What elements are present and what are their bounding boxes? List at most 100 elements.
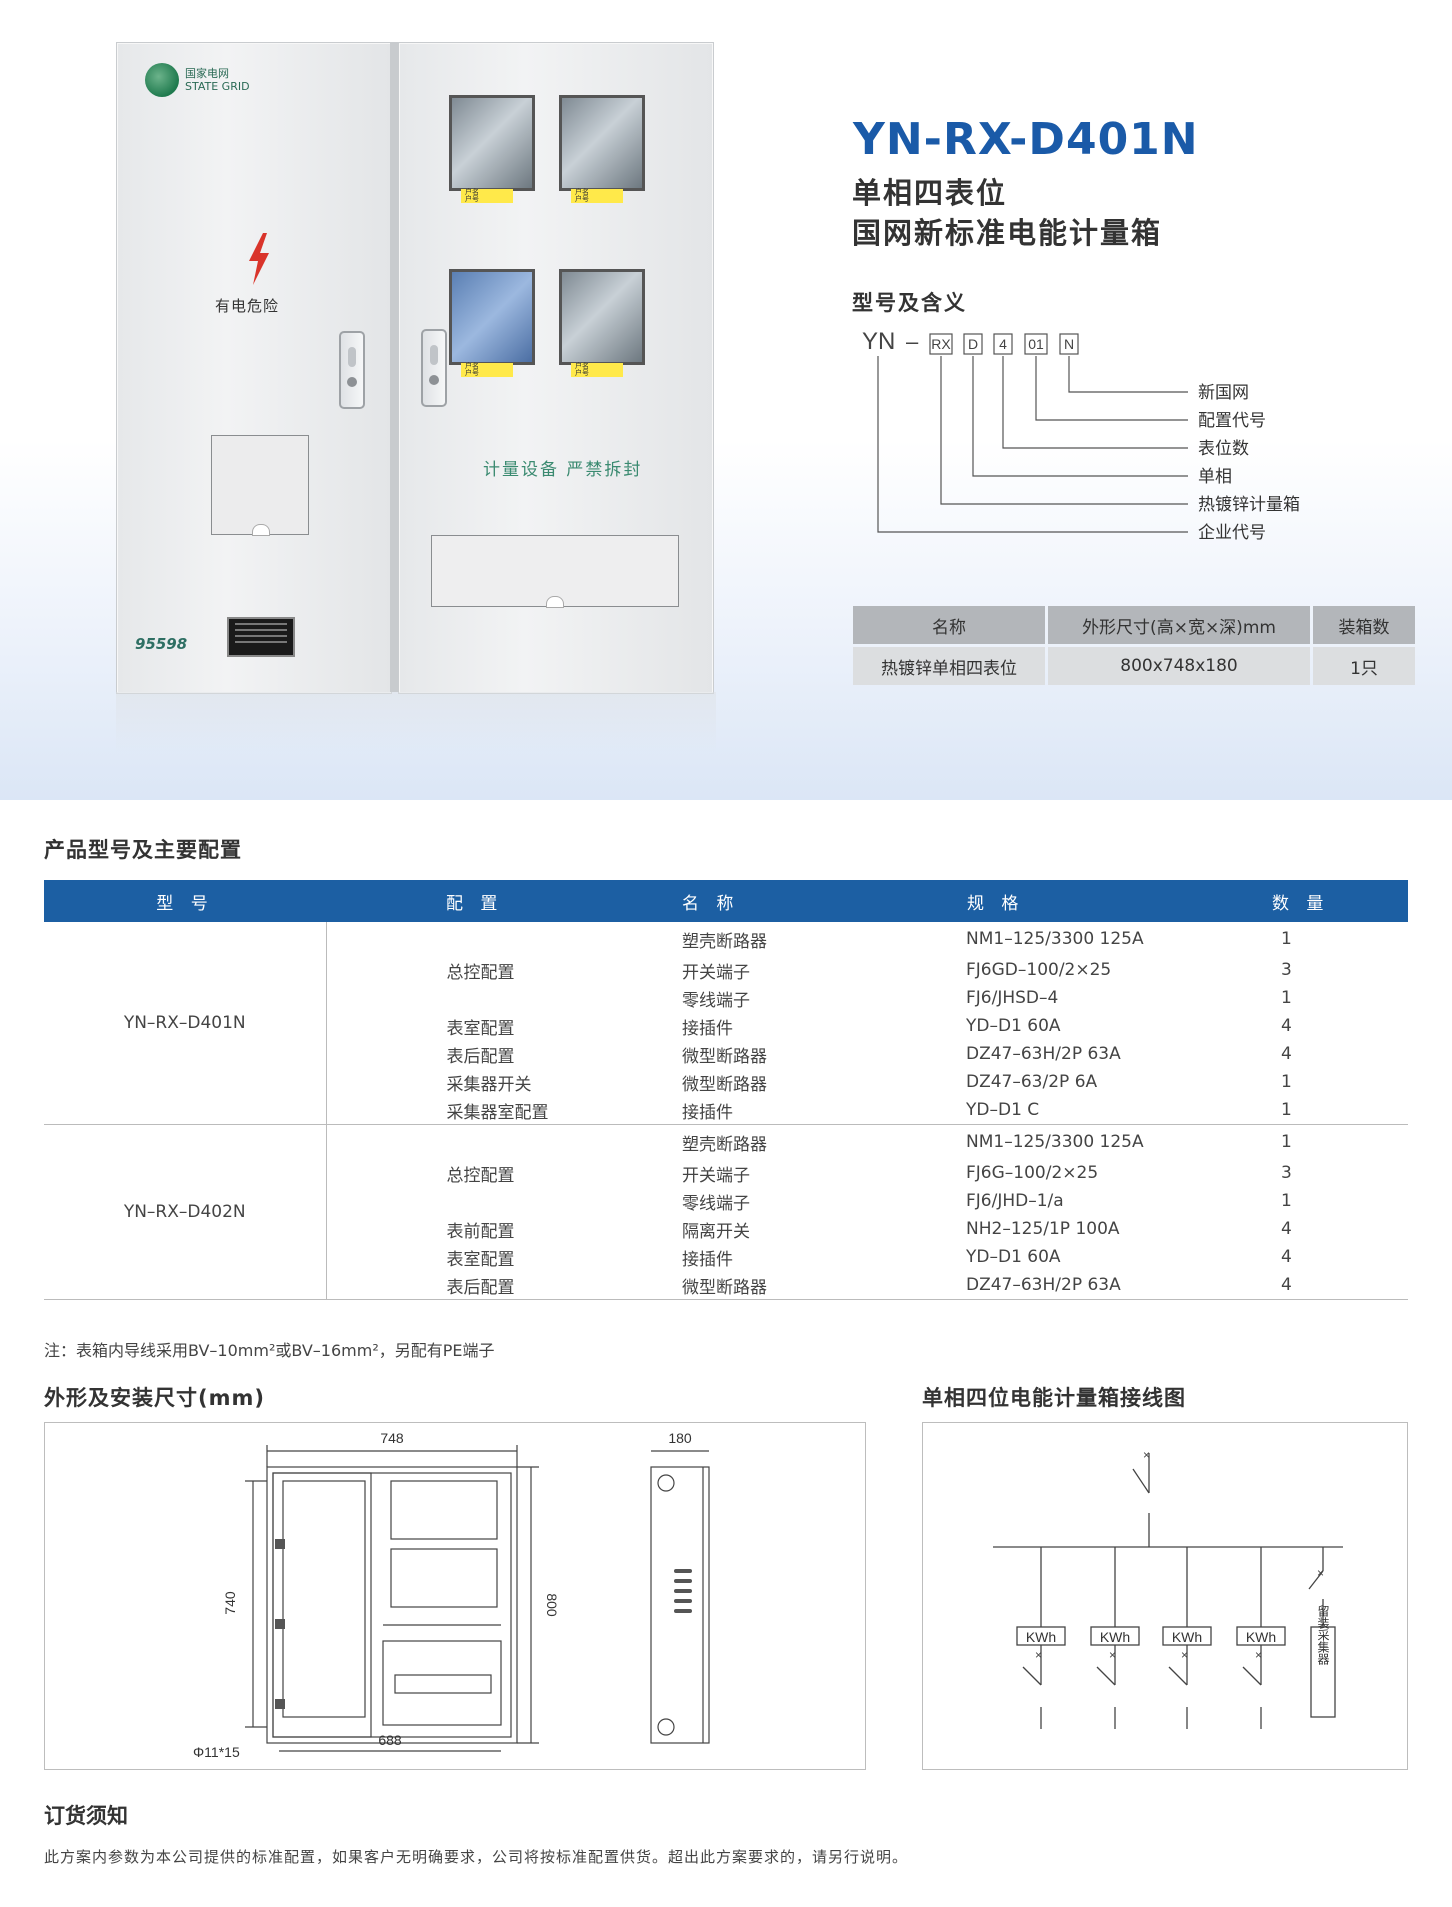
config-header-qty: 数 量 [1271,880,1408,922]
dimension-drawing-svg: 748 740 800 180 688 Φ11*15 [193,1430,710,1760]
model-code-diagram: YN – RX D 4 01 N 新国网 配置代号 表位数 单相 热镀锌计量箱 … [862,328,1300,542]
spec-cell-size: 800x748x180 [1048,647,1310,685]
hole-label: Φ11*15 [193,1744,240,1760]
meter-window-label: 户名户号 [571,363,623,377]
config-header-spec: 规 格 [966,880,1271,922]
wiring-diagram-svg: × × ×××× KWh KWh KWh KWh 留装采集器 [993,1448,1343,1729]
drawing-heading: 外形及安装尺寸(mm) [44,1386,265,1410]
meter-window-label: 户名户号 [571,189,623,203]
spec-cell: NH2–125/1P 100A [966,1219,1120,1239]
name-cell: 隔离开关 [682,1221,750,1242]
spec-cell: YD–D1 C [966,1100,1040,1120]
spec-header-size: 外形尺寸(高×宽×深)mm [1048,606,1310,644]
svg-text:×: × [1035,1648,1042,1662]
state-grid-logo-icon [145,63,179,97]
spec-cell: DZ47–63/2P 6A [966,1072,1098,1092]
danger-label: 有电危险 [215,297,280,315]
meaning-label-2: 配置代号 [1198,411,1266,430]
spec-cell: NM1–125/3300 125A [966,929,1144,949]
brand-cn: 国家电网 [185,67,229,80]
name-cell: 塑壳断路器 [682,1124,966,1159]
model-meaning-heading: 型号及含义 [852,291,967,315]
config-header-model: 型 号 [44,880,326,922]
collector-window [211,435,309,536]
meter-cabinet-photo: 国家电网 STATE GRID 有电危险 95598 户名户号 户名户号 户名户… [116,42,716,694]
qty-cell: 4 [1281,1247,1292,1267]
name-cell: 塑壳断路器 [682,931,767,952]
meter-window-1 [449,95,535,191]
config-cell: 总控配置 [446,1165,515,1186]
svg-text:×: × [1317,1566,1324,1580]
name-cell: 微型断路器 [682,1046,767,1067]
svg-text:×: × [1143,1448,1150,1462]
qty-cell: 3 [1281,960,1292,980]
name-cell: 接插件 [682,1102,733,1123]
config-note: 注：表箱内导线采用BV–10mm²或BV–16mm²，另配有PE端子 [44,1341,495,1360]
seal-warning: 计量设备 严禁拆封 [483,460,643,480]
spec-cell: FJ6GD–100/2×25 [966,960,1112,980]
product-subtitle-1: 单相四表位 [852,176,1008,210]
hotline-badge: 95598 [135,635,188,653]
product-model-title: YN-RX-D401N [853,114,1199,165]
config-header-config: 配 置 [326,880,682,922]
order-text: 此方案内参数为本公司提供的标准配置，如果客户无明确要求，公司将按标准配置供货。超… [44,1848,909,1866]
meter-window-4 [559,269,645,365]
meter-window-2 [559,95,645,191]
state-grid-logo: 国家电网 STATE GRID [145,63,250,97]
meaning-label-5: 热镀锌计量箱 [1198,495,1300,514]
meter-window-label: 户名户号 [461,189,513,203]
product-subtitle-2: 国网新标准电能计量箱 [852,216,1163,250]
meter-label-4: KWh [1246,1629,1276,1645]
meaning-label-4: 单相 [1198,467,1232,486]
spec-cell: FJ6/JHSD–4 [966,988,1059,1008]
meter-label-1: KWh [1026,1629,1056,1645]
config-cell: 采集器开关 [446,1074,532,1095]
spec-cell: DZ47–63H/2P 63A [966,1275,1121,1295]
config-cell [326,922,682,956]
config-cell: 采集器室配置 [446,1102,549,1123]
spec-cell: YD–D1 60A [966,1247,1061,1267]
spec-cell: NM1–125/3300 125A [966,1124,1271,1159]
spec-cell: FJ6/JHD–1/a [966,1191,1064,1211]
name-cell: 零线端子 [682,1193,750,1214]
left-door: 国家电网 STATE GRID 有电危险 95598 [116,42,392,694]
spec-header-name: 名称 [853,606,1045,644]
qty-cell: 1 [1271,1124,1408,1159]
order-heading: 订货须知 [44,1804,128,1828]
qty-cell: 4 [1281,1275,1292,1295]
config-cell: 表后配置 [446,1046,515,1067]
qty-cell: 1 [1281,1072,1292,1092]
config-cell: 表前配置 [446,1221,515,1242]
config-header-name: 名 称 [682,880,966,922]
config-cell: 表室配置 [446,1018,515,1039]
wiring-diagram: × × ×××× KWh KWh KWh KWh 留装采集器 [922,1422,1408,1770]
svg-text:×: × [1255,1648,1262,1662]
table-row: 表室配置 接插件 YD–D1 60A 4 [44,1243,1408,1271]
code-part-01: 01 [1028,336,1044,352]
qty-cell: 3 [1281,1163,1292,1183]
dimension-drawing: 748 740 800 180 688 Φ11*15 [44,1422,866,1770]
svg-text:×: × [1181,1648,1188,1662]
config-cell: 表室配置 [446,1249,515,1270]
name-cell: 微型断路器 [682,1074,767,1095]
code-part-d: D [968,336,978,352]
name-cell: 开关端子 [682,962,750,983]
config-cell: 表后配置 [446,1277,515,1298]
spec-table: 名称 外形尺寸(高×宽×深)mm 装箱数 热镀锌单相四表位 800x748x18… [850,603,1418,688]
table-row: 采集器开关 微型断路器 DZ47–63/2P 6A 1 [44,1068,1408,1096]
dim-width-label: 748 [380,1430,404,1446]
collector-label: 留装采集器 [1316,1605,1330,1666]
name-cell: 接插件 [682,1249,733,1270]
config-cell [326,1187,682,1215]
config-cell [326,984,682,1012]
qty-cell: 4 [1281,1044,1292,1064]
config-heading: 产品型号及主要配置 [44,838,242,862]
